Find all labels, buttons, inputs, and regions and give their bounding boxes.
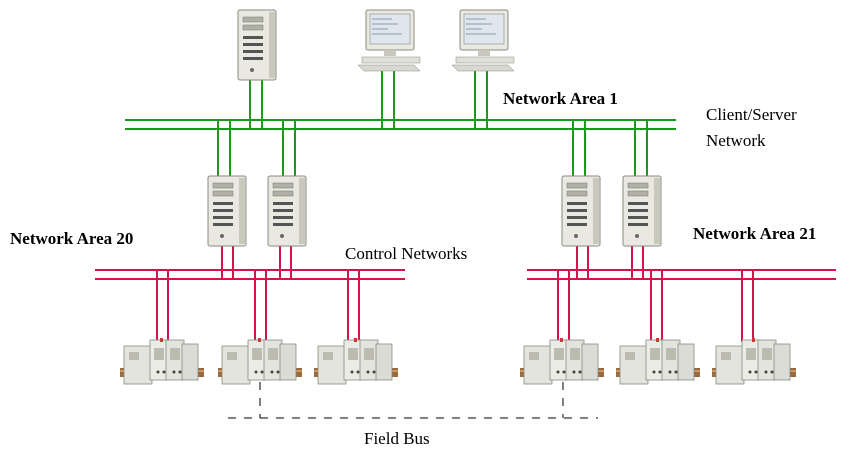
network-area-21-label: Network Area 21: [693, 224, 817, 243]
server-tower-icon: [207, 175, 247, 247]
network-area-20-label: Network Area 20: [10, 229, 134, 248]
plc-controller-icon: [217, 337, 303, 385]
workstation-icon: [357, 9, 421, 72]
client-server-label: Client/Server: [706, 105, 797, 124]
field-bus-label: Field Bus: [364, 429, 430, 448]
control-bus-right: [527, 245, 836, 342]
plc-controller-icon: [119, 337, 205, 385]
workstation-icon: [451, 9, 515, 72]
client-server-network-label: Network: [706, 131, 766, 150]
plc-controller-icon: [615, 337, 701, 385]
plc-controller-icon: [313, 337, 399, 385]
network-area-1-label: Network Area 1: [503, 89, 618, 108]
control-bus-left: [95, 245, 405, 342]
server-tower-icon: [561, 175, 601, 247]
plc-controller-icon: [711, 337, 797, 385]
field-bus: [228, 382, 598, 419]
server-tower-icon: [237, 9, 277, 81]
server-tower-icon: [622, 175, 662, 247]
plc-controller-icon: [519, 337, 605, 385]
control-networks-label: Control Networks: [345, 244, 468, 263]
server-tower-icon: [267, 175, 307, 247]
client-server-bus: [125, 66, 676, 178]
